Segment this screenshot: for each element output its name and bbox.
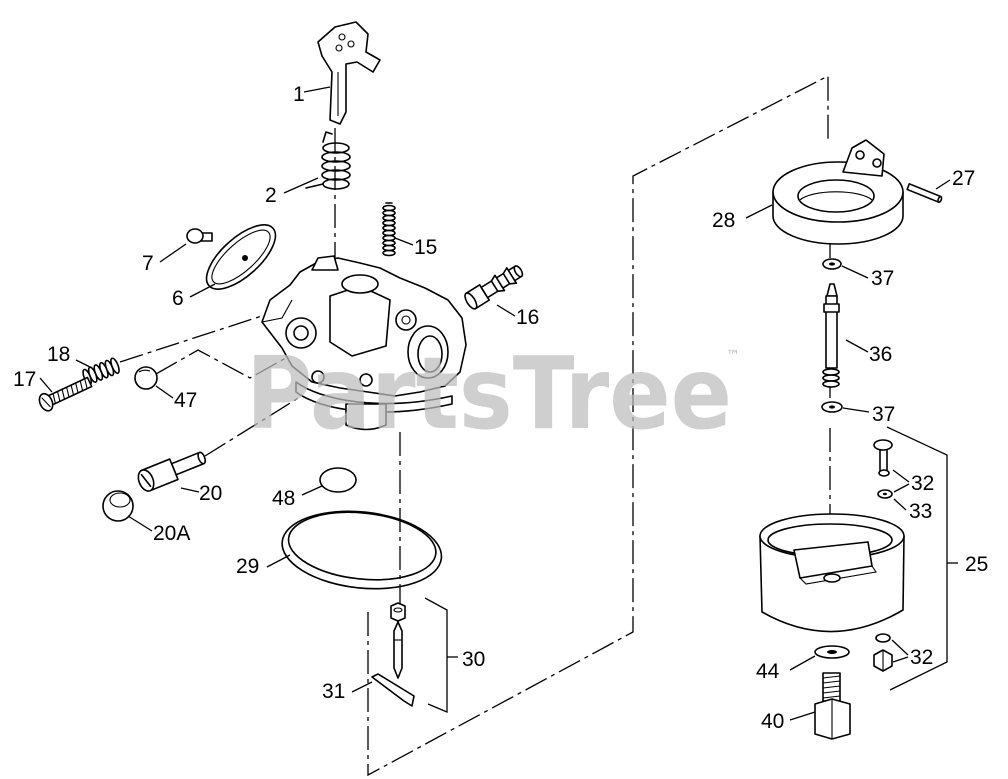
callout-27: 27 <box>952 167 975 190</box>
callout-1: 1 <box>293 83 305 106</box>
watermark: PartsTree ™ <box>246 335 740 452</box>
callout-30: 30 <box>462 648 485 671</box>
callout-47: 47 <box>174 389 197 412</box>
part-28 <box>772 139 904 245</box>
connector-20 <box>204 391 309 457</box>
part-15 <box>382 202 396 257</box>
part-44 <box>814 645 850 659</box>
callout-37-lower: 37 <box>872 403 895 426</box>
part-33 <box>877 489 893 499</box>
callout-48: 48 <box>272 487 295 510</box>
connector-18 <box>119 313 269 363</box>
carburetor-body <box>261 255 467 431</box>
callout-labels: 1 2 15 7 6 16 18 17 47 20 20A 48 29 30 3… <box>13 83 988 733</box>
callout-18: 18 <box>47 343 70 366</box>
part-27 <box>906 183 943 204</box>
part-32-upper <box>873 439 893 477</box>
part-20A <box>102 490 134 522</box>
part-16 <box>464 265 524 310</box>
callout-28: 28 <box>712 209 735 232</box>
callout-25: 25 <box>965 553 988 576</box>
callout-44: 44 <box>756 660 780 683</box>
callout-32-upper: 32 <box>911 472 934 495</box>
part-29 <box>281 510 443 590</box>
callout-15: 15 <box>414 236 437 259</box>
callout-6: 6 <box>172 287 184 310</box>
leader-lines <box>39 86 951 721</box>
callout-36: 36 <box>869 343 892 366</box>
part-37-upper <box>822 258 842 270</box>
callout-32-lower: 32 <box>910 646 933 669</box>
part-47 <box>134 366 158 390</box>
callout-33: 33 <box>909 500 932 523</box>
part-31 <box>371 673 415 707</box>
callout-37-upper: 37 <box>871 267 894 290</box>
part-17 <box>38 376 93 412</box>
connector-47 <box>155 349 301 379</box>
part-20 <box>137 451 207 492</box>
callout-40: 40 <box>761 710 784 733</box>
bracket-25 <box>886 426 948 691</box>
part-48 <box>319 467 357 493</box>
callout-29: 29 <box>236 555 259 578</box>
callout-20: 20 <box>199 482 222 505</box>
watermark-trademark: ™ <box>726 348 740 364</box>
part-6 <box>205 224 277 290</box>
part-25 <box>759 426 958 691</box>
assembly-outline <box>367 74 829 777</box>
part-40 <box>814 672 851 740</box>
part-2 <box>305 131 351 190</box>
part-32-lower <box>873 633 893 672</box>
part-30 <box>390 597 458 713</box>
callout-20A: 20A <box>153 522 190 545</box>
callout-16: 16 <box>516 306 539 329</box>
callout-31: 31 <box>322 680 345 703</box>
callout-17: 17 <box>13 368 36 391</box>
bracket-30 <box>424 597 448 713</box>
part-36 <box>822 283 840 388</box>
watermark-text: PartsTree <box>246 335 732 452</box>
part-1 <box>317 21 381 125</box>
callout-2: 2 <box>265 184 277 207</box>
part-7 <box>186 228 213 244</box>
part-37-lower <box>821 401 843 413</box>
callout-7: 7 <box>142 252 154 275</box>
